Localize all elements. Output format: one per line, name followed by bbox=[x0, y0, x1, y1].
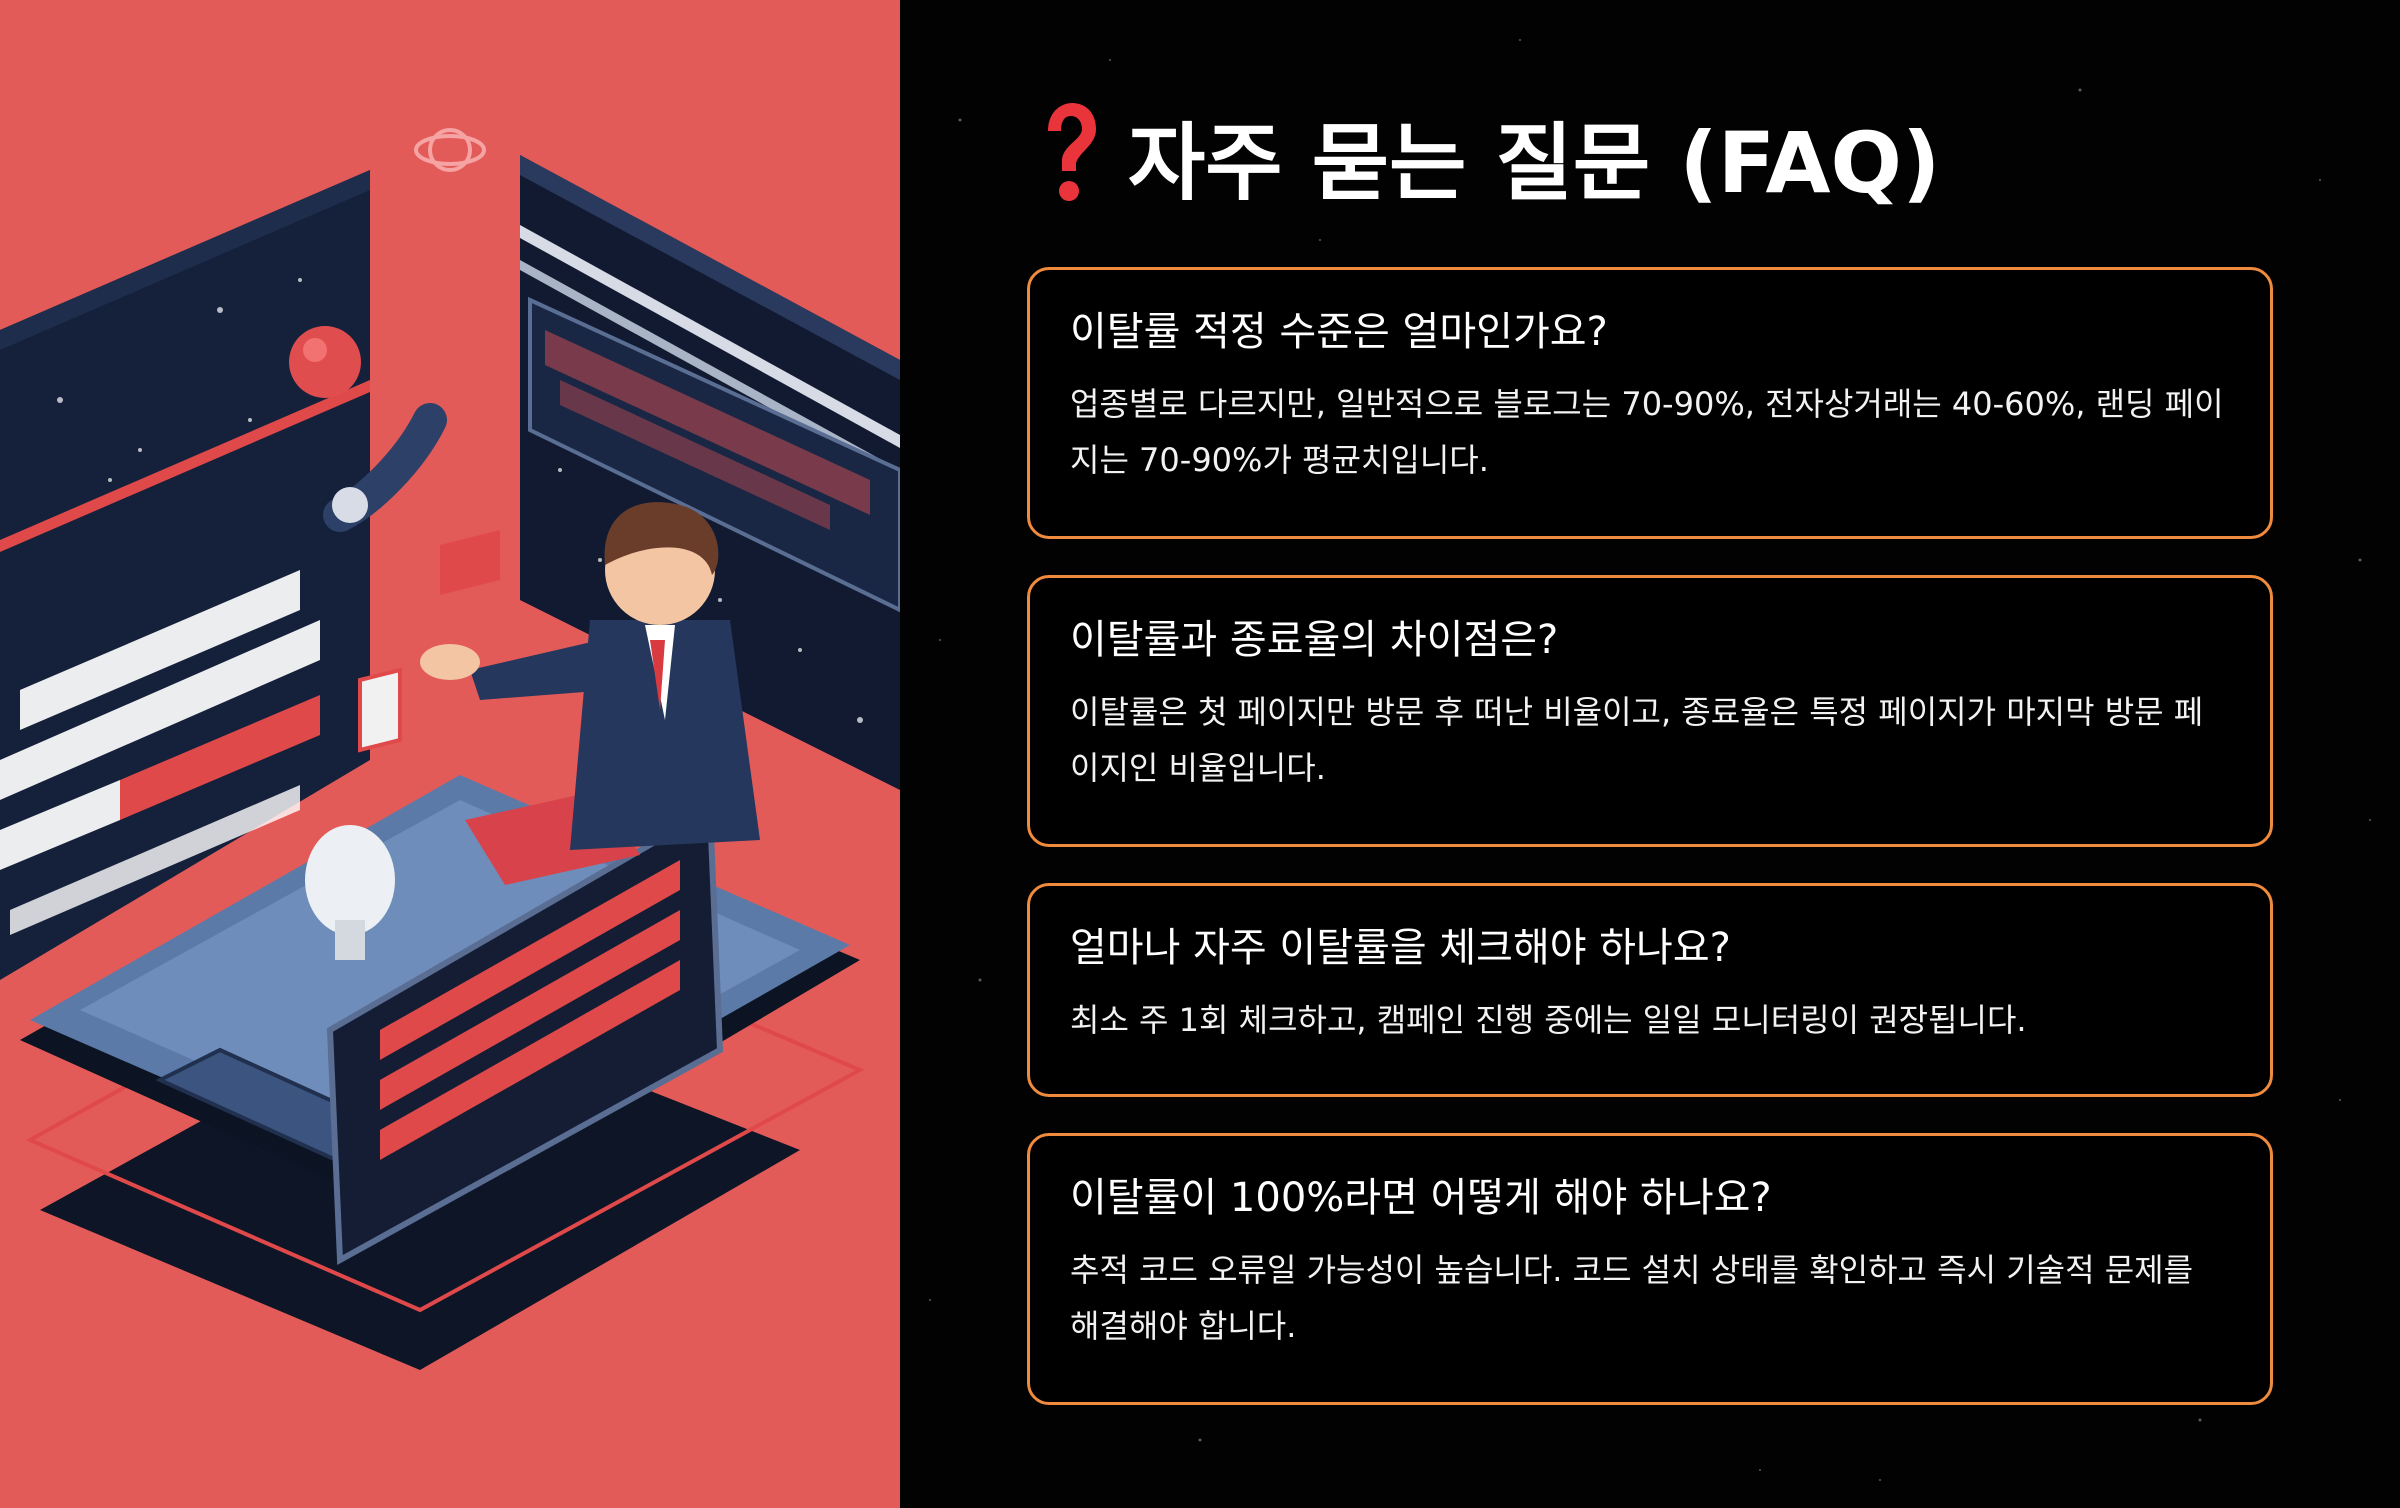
faq-card: 이탈률과 종료율의 차이점은? 이탈률은 첫 페이지만 방문 후 떠난 비율이고… bbox=[1027, 575, 2273, 847]
question-mark-icon bbox=[1048, 103, 1096, 201]
faq-question: 이탈률 적정 수준은 얼마인가요? bbox=[1070, 309, 1608, 355]
faq-panel: 자주 묻는 질문 (FAQ) 이탈률 적정 수준은 얼마인가요? 업종별로 다르… bbox=[900, 0, 2400, 1508]
faq-list: 이탈률 적정 수준은 얼마인가요? 업종별로 다르지만, 일반적으로 블로그는 … bbox=[1027, 267, 2273, 1441]
faq-answer: 이탈률은 첫 페이지만 방문 후 떠난 비율이고, 종료율은 특정 페이지가 마… bbox=[1070, 693, 2204, 787]
faq-answer: 업종별로 다르지만, 일반적으로 블로그는 70-90%, 전자상거래는 40-… bbox=[1070, 385, 2224, 479]
faq-question: 얼마나 자주 이탈률을 체크해야 하나요? bbox=[1070, 925, 1731, 971]
isometric-illustration bbox=[0, 0, 900, 1508]
page-title: 자주 묻는 질문 (FAQ) bbox=[1042, 96, 1940, 216]
faq-question: 이탈률과 종료율의 차이점은? bbox=[1070, 617, 1559, 663]
starfield-background bbox=[929, 39, 2371, 1481]
faq-card: 이탈률이 100%라면 어떻게 해야 하나요? 추적 코드 오류일 가능성이 높… bbox=[1027, 1133, 2273, 1405]
faq-answer: 추적 코드 오류일 가능성이 높습니다. 코드 설치 상태를 확인하고 즉시 기… bbox=[1070, 1251, 2194, 1345]
faq-card: 이탈률 적정 수준은 얼마인가요? 업종별로 다르지만, 일반적으로 블로그는 … bbox=[1027, 267, 2273, 539]
faq-card: 얼마나 자주 이탈률을 체크해야 하나요? 최소 주 1회 체크하고, 캠페인 … bbox=[1027, 883, 2273, 1097]
office-scene-illustration bbox=[0, 128, 900, 1370]
faq-answer: 최소 주 1회 체크하고, 캠페인 진행 중에는 일일 모니터링이 권장됩니다. bbox=[1070, 1001, 2027, 1039]
faq-question: 이탈률이 100%라면 어떻게 해야 하나요? bbox=[1070, 1175, 1772, 1221]
page-title-text: 자주 묻는 질문 (FAQ) bbox=[1128, 113, 1941, 212]
